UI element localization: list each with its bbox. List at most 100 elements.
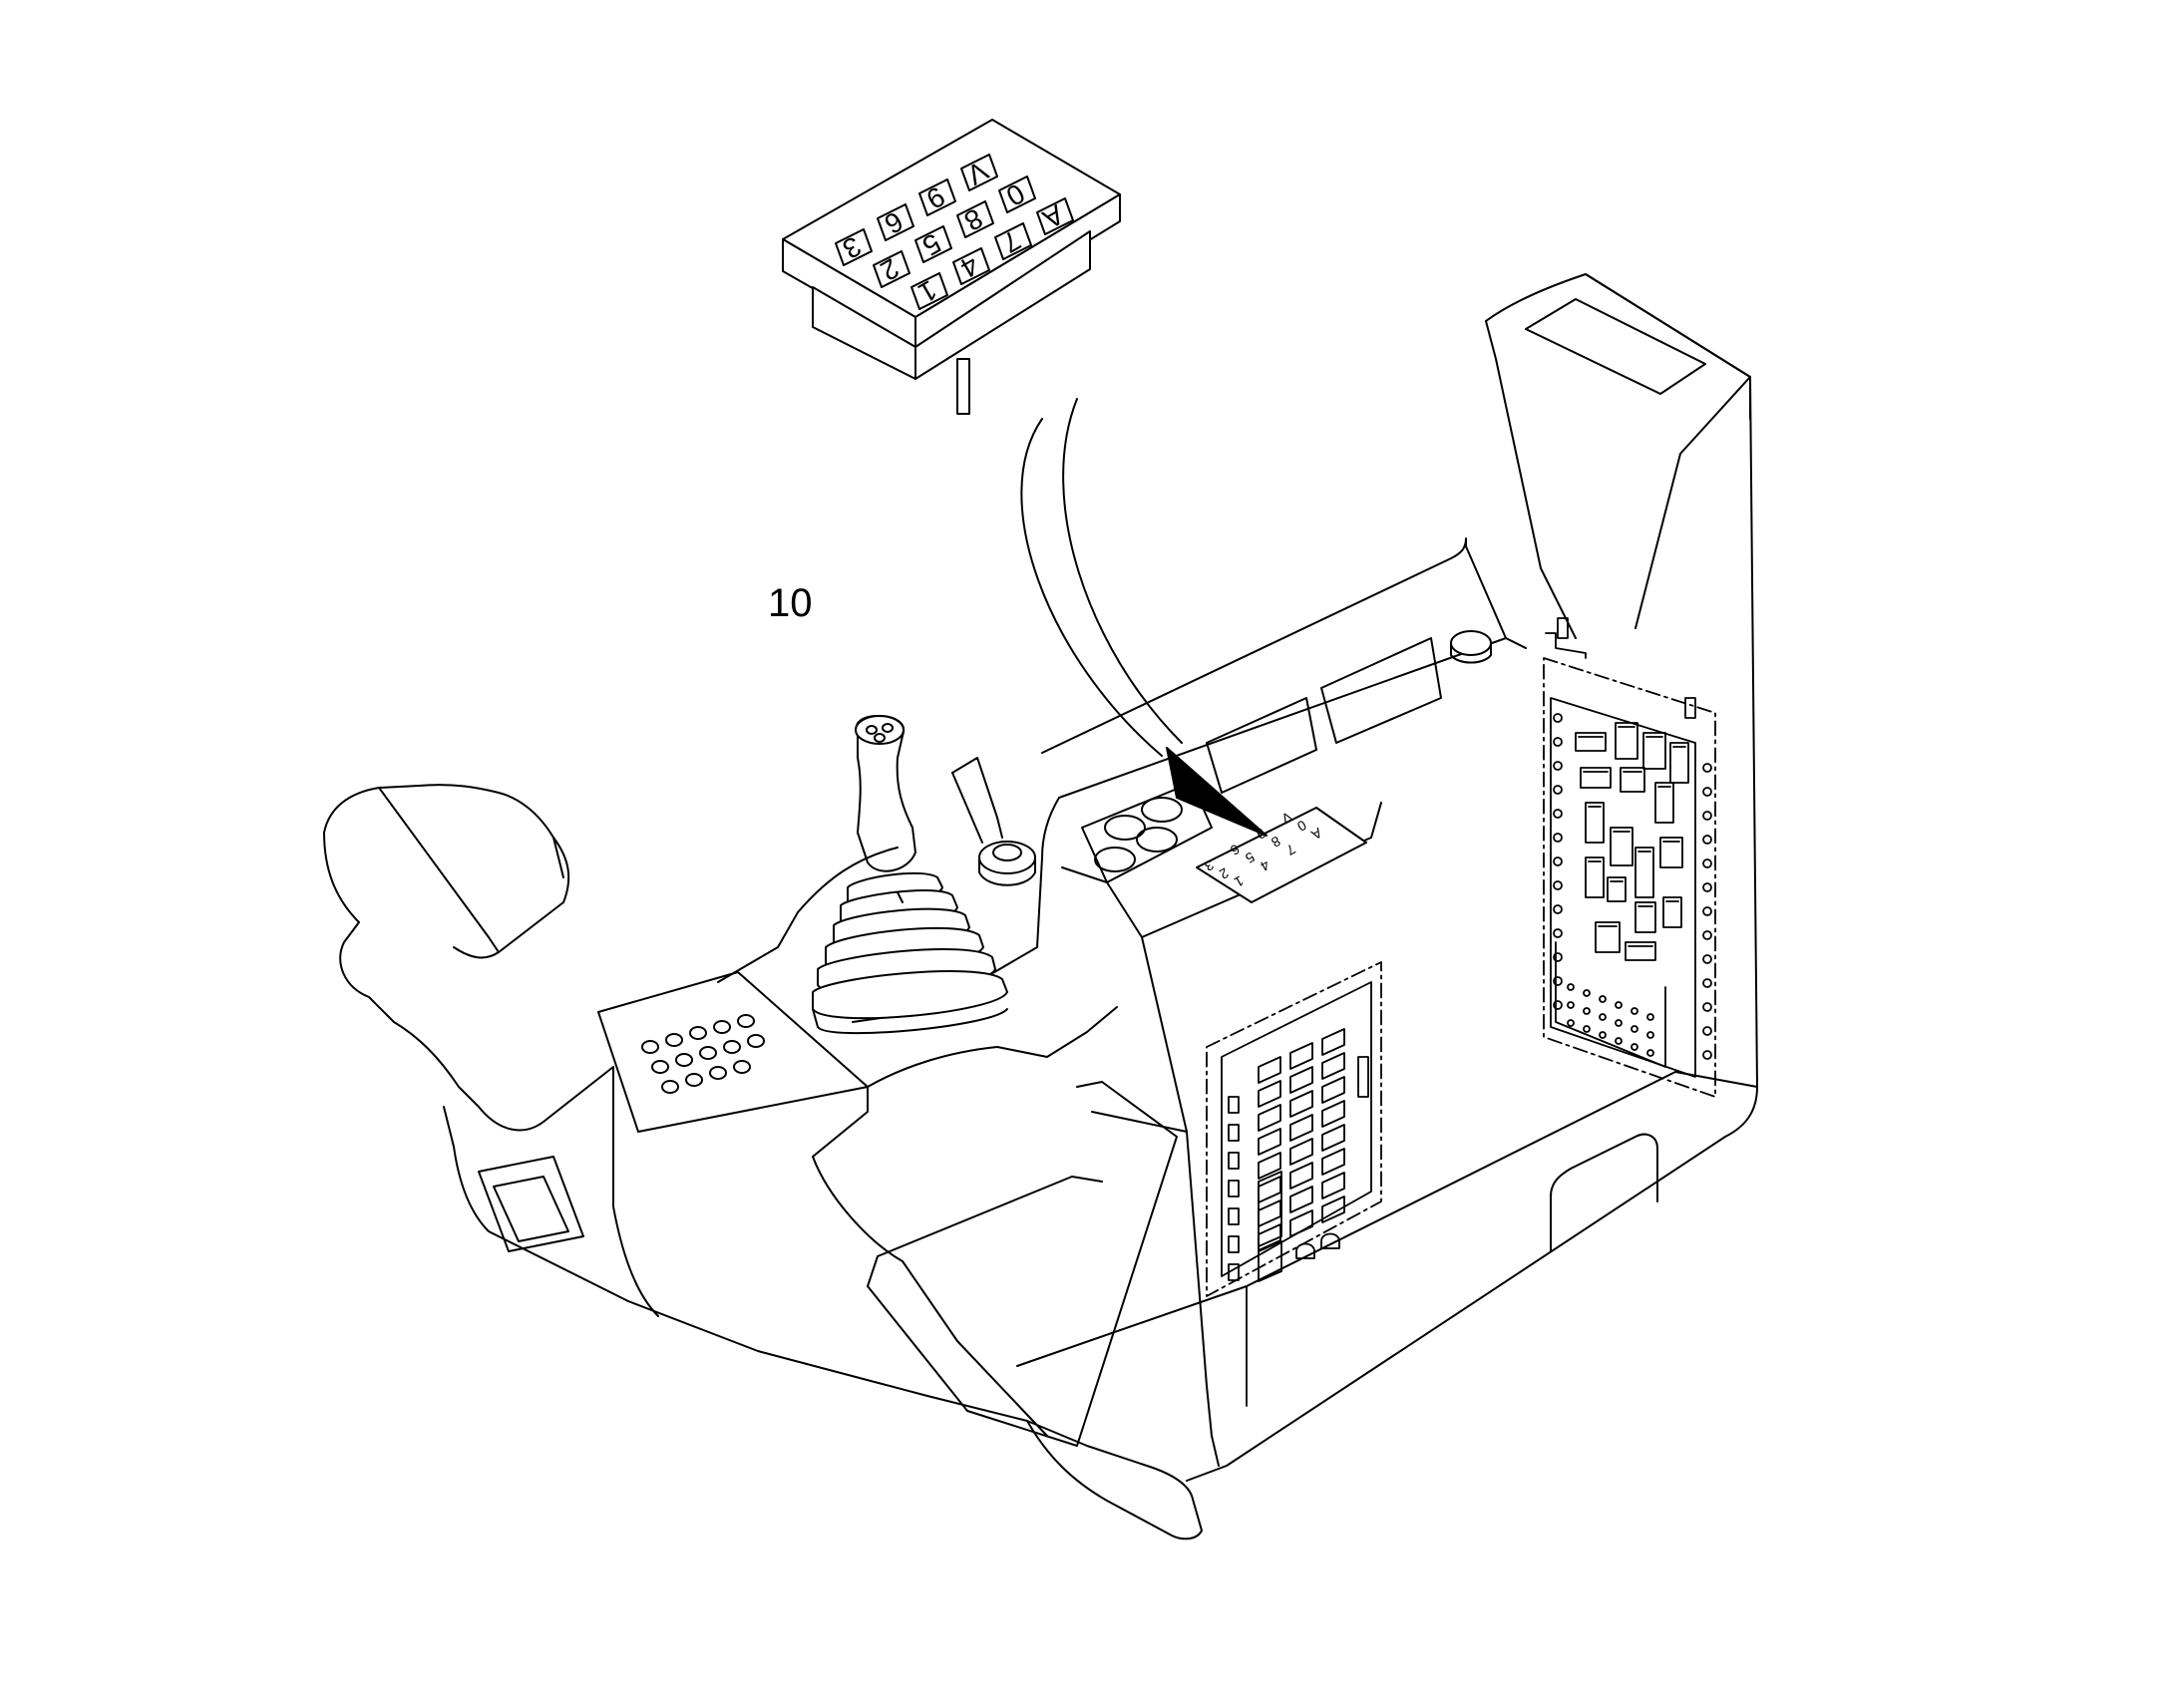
keypad-key xyxy=(960,154,998,191)
joystick xyxy=(717,715,1118,1088)
socket-hole xyxy=(1583,989,1591,997)
board-component xyxy=(1289,1186,1313,1213)
keypad-key xyxy=(998,175,1036,213)
ic-chip xyxy=(1669,742,1689,784)
mounting-hole xyxy=(1553,976,1563,986)
ic-chip xyxy=(1585,802,1605,844)
mounting-hole xyxy=(1702,954,1712,964)
keypad-key xyxy=(918,178,956,216)
socket-hole xyxy=(1567,1001,1575,1009)
board-component xyxy=(1321,1100,1345,1128)
ic-chip xyxy=(1642,732,1666,770)
connector xyxy=(1228,1124,1240,1142)
socket-hole xyxy=(1567,1019,1575,1027)
socket-hole xyxy=(1583,1025,1591,1033)
board-component xyxy=(1258,1152,1281,1180)
board-component xyxy=(1321,1124,1345,1152)
callout-number: 10 xyxy=(768,581,813,625)
board-component xyxy=(1289,1162,1313,1190)
board-component xyxy=(1289,1066,1313,1094)
mounting-hole xyxy=(1702,811,1712,821)
socket-hole xyxy=(1615,1037,1623,1045)
ic-chip xyxy=(1635,901,1656,933)
edge-connector xyxy=(1357,1056,1369,1098)
connector xyxy=(1228,1180,1240,1197)
mounting-hole xyxy=(1553,785,1563,795)
mounting-hole xyxy=(1553,1000,1563,1010)
socket-hole xyxy=(1646,1049,1654,1057)
socket-hole xyxy=(1583,1007,1591,1015)
board-component xyxy=(1289,1042,1313,1070)
connector xyxy=(1228,1096,1240,1114)
board-component xyxy=(1289,1209,1313,1237)
mounting-hole xyxy=(1702,882,1712,892)
connector xyxy=(1228,1207,1240,1225)
board-component xyxy=(1258,1104,1281,1132)
socket-hole xyxy=(1599,995,1607,1003)
board-component xyxy=(1258,1128,1281,1156)
board-component xyxy=(1289,1138,1313,1166)
circuit-board-rear xyxy=(1543,617,1716,1098)
keypad-key xyxy=(835,228,873,266)
mounting-hole xyxy=(1553,904,1563,914)
mounting-hole xyxy=(1702,1026,1712,1036)
socket-hole xyxy=(1567,983,1575,991)
mounting-hole xyxy=(1702,978,1712,988)
mounting-hole xyxy=(1702,930,1712,940)
armrest-holes xyxy=(641,1014,765,1094)
terminal xyxy=(1320,1232,1340,1249)
board-component xyxy=(1258,1080,1281,1108)
ic-chip xyxy=(1575,732,1607,752)
relay xyxy=(1258,1240,1282,1282)
board-component xyxy=(1321,1172,1345,1199)
console-body xyxy=(323,273,1758,1540)
mounting-hole xyxy=(1702,1050,1712,1060)
ic-chip xyxy=(1585,856,1605,898)
board-component xyxy=(1258,1199,1281,1227)
connector xyxy=(1228,1235,1240,1253)
socket-hole xyxy=(1646,1031,1654,1039)
board-component xyxy=(1289,1090,1313,1118)
relay xyxy=(1258,1171,1282,1247)
mounting-hole xyxy=(1702,787,1712,797)
ic-chip xyxy=(1625,941,1656,961)
keypad-key xyxy=(956,200,994,238)
keypad-key xyxy=(914,225,952,263)
mounting-hole xyxy=(1702,835,1712,845)
board-component xyxy=(1321,1196,1345,1223)
mounting-hole xyxy=(1702,858,1712,868)
terminal xyxy=(1295,1242,1315,1259)
ic-chip xyxy=(1620,767,1645,793)
ic-chip xyxy=(1635,847,1654,898)
mounting-hole xyxy=(1553,833,1563,843)
board-component xyxy=(1321,1052,1345,1080)
ic-chip xyxy=(1654,782,1674,824)
socket-hole xyxy=(1631,1025,1638,1033)
pointer-arrow xyxy=(1166,747,1268,837)
keypad-key xyxy=(1036,197,1074,235)
leader-curve-right xyxy=(1062,398,1183,744)
board-component xyxy=(1258,1056,1281,1084)
board-component xyxy=(1321,1148,1345,1176)
socket-hole xyxy=(1615,1019,1623,1027)
mounting-hole xyxy=(1553,713,1563,723)
joystick-boot xyxy=(812,871,1008,1035)
socket-hole xyxy=(1615,1001,1623,1009)
connector xyxy=(1228,1152,1240,1170)
ic-chip xyxy=(1607,876,1627,902)
socket-hole xyxy=(1631,1043,1638,1051)
keypad-key xyxy=(952,247,990,285)
socket-hole xyxy=(1599,1031,1607,1039)
socket-hole xyxy=(1631,1007,1638,1015)
mounting-hole xyxy=(1553,856,1563,866)
socket-hole xyxy=(1646,1013,1654,1021)
board-component xyxy=(1321,1076,1345,1104)
circuit-board-front xyxy=(1206,961,1382,1407)
mounting-hole xyxy=(1553,952,1563,962)
connector xyxy=(1228,1263,1240,1281)
keypad-key xyxy=(910,272,948,310)
mounting-hole xyxy=(1553,880,1563,890)
